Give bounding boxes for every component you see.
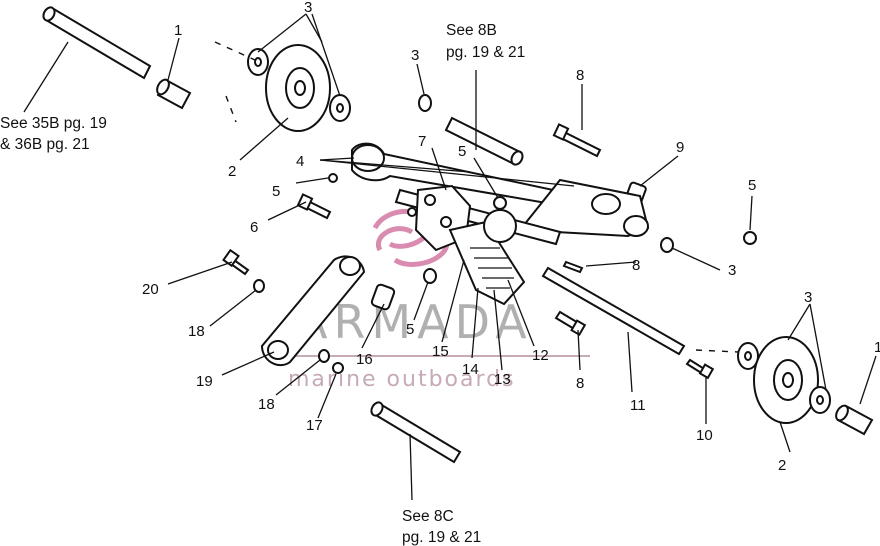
callout-2-lower: 2	[778, 457, 786, 474]
bolt-20	[222, 248, 250, 276]
callout-3-top: 3	[411, 47, 419, 64]
callout-9: 9	[676, 139, 684, 156]
ref-8b-line2: pg. 19 & 21	[446, 44, 525, 61]
lower-long-shaft	[541, 266, 686, 356]
nut-17	[332, 362, 344, 374]
callout-17: 17	[306, 417, 323, 434]
callout-8-upper: 8	[576, 67, 584, 84]
upper-right-shaft	[444, 116, 524, 166]
callout-12: 12	[532, 347, 549, 364]
callout-19: 19	[196, 373, 213, 390]
leader-lines	[23, 13, 877, 501]
upper-left-axle-shaft	[42, 6, 152, 80]
callout-6: 6	[250, 219, 258, 236]
bolt-middle	[562, 260, 584, 274]
callout-1-upper: 1	[174, 22, 182, 39]
callout-5-lower: 5	[406, 321, 414, 338]
washer-3-right	[660, 237, 674, 253]
lower-left-shaft	[370, 401, 462, 464]
ref-8c-line1: See 8C	[402, 508, 454, 525]
bolt-6	[296, 193, 332, 220]
callout-1-lower: 1	[874, 339, 880, 356]
nut-5-lower	[423, 268, 437, 284]
callout-7: 7	[418, 133, 426, 150]
idler-wheel-lower	[753, 336, 819, 424]
callout-13: 13	[494, 371, 511, 388]
nut-5-upper	[493, 196, 507, 210]
ref-35b-line1: See 35B pg. 19	[0, 115, 107, 132]
callout-14: 14	[462, 361, 479, 378]
rear-arm-19	[260, 255, 366, 367]
bolt-10	[685, 358, 715, 380]
callout-3-lower: 3	[804, 289, 812, 306]
callout-15: 15	[432, 343, 449, 360]
callout-11: 11	[630, 397, 646, 414]
washer-3-top	[418, 94, 432, 112]
washer-18-lower	[318, 349, 330, 363]
swing-arm-frame	[351, 142, 650, 246]
callout-8-middle: 8	[632, 257, 640, 274]
bolt-lower	[554, 310, 587, 337]
callout-18-lower: 18	[258, 396, 275, 413]
ref-35b-line2: & 36B pg. 21	[0, 136, 90, 153]
callout-4: 4	[296, 153, 304, 170]
callout-20: 20	[142, 281, 159, 298]
callout-18-upper: 18	[188, 323, 205, 340]
spacer-lower	[835, 404, 874, 436]
callout-16: 16	[356, 351, 373, 368]
nut-5-left	[328, 173, 338, 183]
callout-numbers: 1 1 2 2 3 3 3 3 4 5 5 5 5 6 7 8 8 8 9 10…	[142, 0, 880, 474]
callout-2-upper: 2	[228, 163, 236, 180]
washer-18-upper	[253, 279, 265, 293]
nut-5-right	[743, 231, 757, 245]
callout-10: 10	[696, 427, 713, 444]
shock-spring-housing	[448, 209, 526, 306]
ref-8c-line2: pg. 19 & 21	[402, 529, 481, 546]
bushing-16	[370, 283, 396, 311]
callout-3-upper: 3	[304, 0, 312, 16]
callout-3-right: 3	[728, 262, 736, 279]
parts	[42, 6, 874, 464]
bolt-upper	[552, 123, 602, 158]
watermark-tagline: marine outboards	[288, 367, 516, 392]
ref-8b-line1: See 8B	[446, 22, 497, 39]
callout-5-left: 5	[272, 183, 280, 200]
spacer-upper	[156, 78, 192, 110]
idler-wheel-upper	[265, 44, 331, 132]
cross-references: See 35B pg. 19 & 36B pg. 21 See 8B pg. 1…	[0, 22, 525, 546]
callout-5-right: 5	[748, 177, 756, 194]
callout-5-upper: 5	[458, 143, 466, 160]
callout-8-lower: 8	[576, 375, 584, 392]
